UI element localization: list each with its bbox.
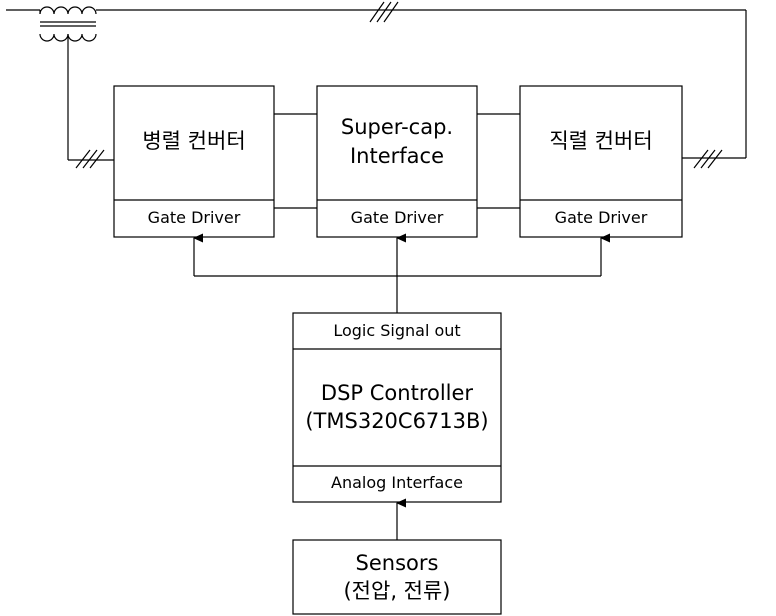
parallel-converter-block: 병렬 컨버터 Gate Driver	[113, 85, 275, 238]
series-gate-driver-label: Gate Driver	[555, 208, 648, 227]
parallel-converter-title: 병렬 컨버터	[142, 129, 245, 153]
interconnect-lines	[274, 113, 520, 209]
sensors-title: Sensors	[356, 551, 439, 575]
series-converter-block: 직렬 컨버터 Gate Driver	[519, 85, 683, 238]
dsp-title: DSP Controller	[321, 381, 474, 405]
parallel-gate-driver-label: Gate Driver	[148, 208, 241, 227]
dsp-model: (TMS320C6713B)	[305, 409, 488, 433]
sensors-block: Sensors (전압, 전류)	[292, 539, 502, 615]
dsp-controller-block: Logic Signal out DSP Controller (TMS320C…	[292, 312, 502, 503]
supercap-title-line2: Interface	[350, 144, 444, 168]
series-converter-title: 직렬 컨버터	[549, 129, 652, 153]
supercap-title-line1: Super-cap.	[341, 115, 453, 139]
sensors-subtitle: (전압, 전류)	[343, 579, 450, 603]
three-phase-marks	[75, 1, 723, 169]
logic-signal-out-label: Logic Signal out	[333, 321, 460, 340]
control-signal-arrows	[194, 238, 601, 313]
transformer-symbol	[39, 6, 97, 42]
supercap-gate-driver-label: Gate Driver	[351, 208, 444, 227]
supercap-interface-block: Super-cap. Interface Gate Driver	[316, 85, 478, 238]
power-line	[6, 9, 747, 161]
analog-interface-label: Analog Interface	[331, 473, 463, 492]
